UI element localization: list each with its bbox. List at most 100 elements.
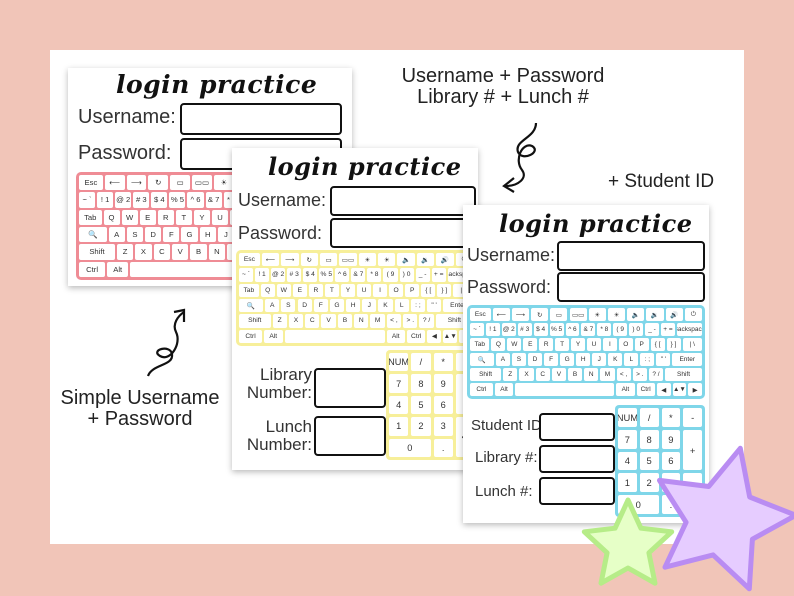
purple-star-icon — [657, 445, 794, 592]
numpad-key: / — [639, 408, 659, 427]
numpad-key: 7 — [389, 374, 409, 393]
key: Y — [571, 338, 585, 351]
key: A — [265, 299, 280, 313]
key: Ctrl — [636, 383, 655, 396]
key: ▭▭ — [569, 308, 587, 321]
key: N — [584, 368, 599, 381]
key: B — [567, 368, 583, 381]
key: + = — [661, 323, 675, 336]
key: X — [519, 368, 534, 381]
numpad-key: 9 — [433, 374, 453, 393]
key: 🔍 — [239, 299, 264, 313]
key: ~ ` — [470, 323, 484, 336]
green-star-icon — [581, 497, 675, 586]
key: ^ 6 — [335, 268, 350, 282]
key: P — [405, 283, 420, 297]
key: < , — [386, 314, 402, 328]
key: J — [362, 299, 377, 313]
student-id-field[interactable] — [539, 413, 615, 441]
username-field[interactable] — [180, 103, 342, 135]
curly-arrow-icon — [502, 122, 538, 193]
key: # 3 — [517, 323, 532, 336]
key: E — [523, 338, 538, 351]
lunch-field[interactable] — [539, 477, 615, 505]
key: Z — [503, 368, 518, 381]
key: C — [305, 314, 320, 328]
key: T — [175, 209, 192, 225]
password-field[interactable] — [557, 272, 705, 302]
key: S — [281, 299, 296, 313]
password-label: Password: — [467, 277, 552, 297]
numpad-key: 8 — [411, 374, 431, 393]
numpad-key: 1 — [618, 473, 637, 493]
numpad-key: + — [683, 429, 702, 471]
numpad-key: 9 — [661, 429, 681, 449]
key: ⟵ — [261, 253, 280, 267]
key: O — [618, 338, 633, 351]
key: Tab — [470, 338, 490, 351]
key: " ' — [427, 299, 442, 313]
key: M — [370, 314, 385, 328]
key: $ 4 — [151, 192, 168, 208]
key: ▶ — [688, 383, 702, 396]
key: X — [135, 244, 152, 260]
numpad-key: 0 — [389, 438, 431, 457]
keyboard-yellow: Esc⟵⟶↻▭▭▭☀☀🔈🔉🔊⏻~ `! 1@ 2# 3$ 4% 5^ 6& 7*… — [236, 250, 476, 346]
numpad-key: 1 — [389, 417, 409, 436]
key: D — [297, 299, 312, 313]
key: 🔉 — [416, 253, 435, 267]
key: ▭▭ — [192, 175, 212, 191]
key: @ 2 — [501, 323, 516, 336]
key: Shift — [239, 314, 271, 328]
key: P — [634, 338, 649, 351]
key: T — [555, 338, 570, 351]
key: Esc — [470, 308, 491, 321]
key: ~ ` — [79, 192, 96, 208]
numpad-key: 5 — [639, 451, 659, 471]
numpad-key: * — [661, 408, 681, 427]
key: V — [172, 244, 189, 260]
key: 🔈 — [397, 253, 415, 267]
numpad-key: * — [433, 353, 453, 372]
key: C — [535, 368, 550, 381]
numpad-key: 4 — [389, 395, 409, 415]
key: N — [208, 244, 226, 260]
key: G — [181, 227, 198, 243]
lunch-label: Lunch Number: — [246, 417, 312, 454]
key: R — [308, 283, 323, 297]
password-field[interactable] — [330, 218, 476, 248]
key: ▭ — [170, 175, 191, 191]
key: ? / — [648, 368, 664, 381]
key: I — [602, 338, 617, 351]
key: Ctrl — [470, 383, 493, 396]
lunch-field[interactable] — [314, 416, 386, 456]
key: ▭ — [319, 253, 338, 267]
key: C — [153, 244, 171, 260]
username-label: Username: — [467, 245, 556, 265]
library-field[interactable] — [314, 368, 386, 408]
numpad-key: - — [683, 408, 702, 427]
key: ^ 6 — [565, 323, 580, 336]
numpad-key: 6 — [661, 451, 681, 471]
key: J — [592, 353, 607, 366]
key: 🔈 — [627, 308, 645, 321]
key: A — [495, 353, 510, 366]
key: N — [354, 314, 369, 328]
username-field[interactable] — [557, 241, 705, 271]
key: G — [560, 353, 575, 366]
key: ! 1 — [97, 192, 114, 208]
key: ▭▭ — [339, 253, 357, 267]
key: Q — [491, 338, 506, 351]
key: Z — [116, 244, 134, 260]
key: W — [507, 338, 522, 351]
username-field[interactable] — [330, 186, 476, 216]
key: ☀ — [213, 175, 234, 191]
library-label: Library #: — [475, 449, 538, 466]
library-field[interactable] — [539, 445, 615, 473]
key: 🔍 — [79, 227, 107, 243]
key: @ 2 — [115, 192, 132, 208]
numpad-key: 7 — [618, 429, 637, 449]
key: & 7 — [351, 268, 366, 282]
key: V — [321, 314, 336, 328]
key: ) 0 — [629, 323, 644, 336]
